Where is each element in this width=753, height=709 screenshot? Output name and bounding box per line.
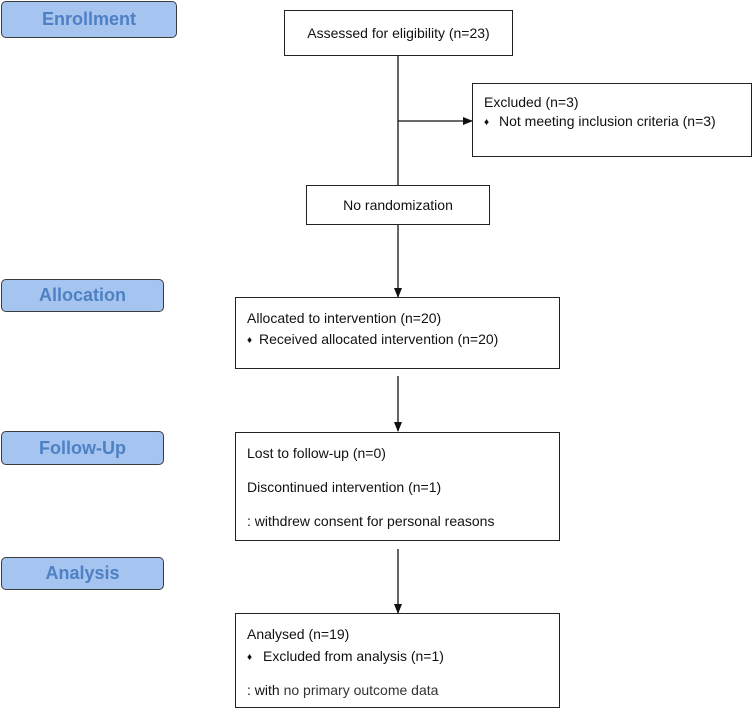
assessed-text: Assessed for eligibility (n=23) — [307, 25, 490, 41]
stage-label-analysis: Analysis — [1, 557, 164, 590]
stage-label-follow-up: Follow-Up — [1, 431, 164, 465]
stage-label-enrollment: Enrollment — [1, 1, 177, 38]
diamond-bullet-icon: ♦ — [247, 335, 253, 346]
analysis-item-line: ♦ Excluded from analysis (n=1) — [247, 648, 444, 664]
discontinued-intervention: Discontinued intervention (n=1) — [247, 479, 442, 495]
allocated-item-line: ♦ Received allocated intervention (n=20) — [247, 331, 498, 347]
lost-to-follow-up: Lost to follow-up (n=0) — [247, 445, 386, 461]
follow-up-box: Lost to follow-up (n=0) Discontinued int… — [235, 432, 560, 541]
no-randomization-box: No randomization — [306, 185, 490, 225]
diamond-bullet-icon: ♦ — [247, 652, 253, 663]
assessed-box: Assessed for eligibility (n=23) — [284, 10, 513, 56]
allocated-item: Received allocated intervention (n=20) — [259, 331, 499, 347]
analysis-note-prefix: : with — [247, 682, 280, 698]
no-randomization-text: No randomization — [343, 197, 453, 213]
excluded-item: Not meeting inclusion criteria (n=3) — [499, 113, 716, 129]
excluded-title: Excluded (n=3) — [484, 94, 579, 110]
diamond-bullet-icon: ♦ — [484, 117, 490, 128]
stage-label-allocation: Allocation — [1, 279, 164, 312]
discontinued-reason: : withdrew consent for personal reasons — [247, 513, 495, 529]
analysis-note-rest: no primary outcome data — [283, 682, 439, 698]
allocated-title: Allocated to intervention (n=20) — [247, 310, 442, 326]
excluded-item-line: ♦ Not meeting inclusion criteria (n=3) — [484, 113, 716, 129]
analysis-note-line: : with no primary outcome data — [247, 682, 438, 698]
excluded-box: Excluded (n=3) ♦ Not meeting inclusion c… — [472, 83, 752, 157]
analysed-title: Analysed (n=19) — [247, 626, 350, 642]
excluded-from-analysis: Excluded from analysis (n=1) — [263, 648, 444, 664]
analysis-box: Analysed (n=19) ♦ Excluded from analysis… — [235, 613, 560, 708]
allocated-box: Allocated to intervention (n=20) ♦ Recei… — [235, 297, 560, 369]
